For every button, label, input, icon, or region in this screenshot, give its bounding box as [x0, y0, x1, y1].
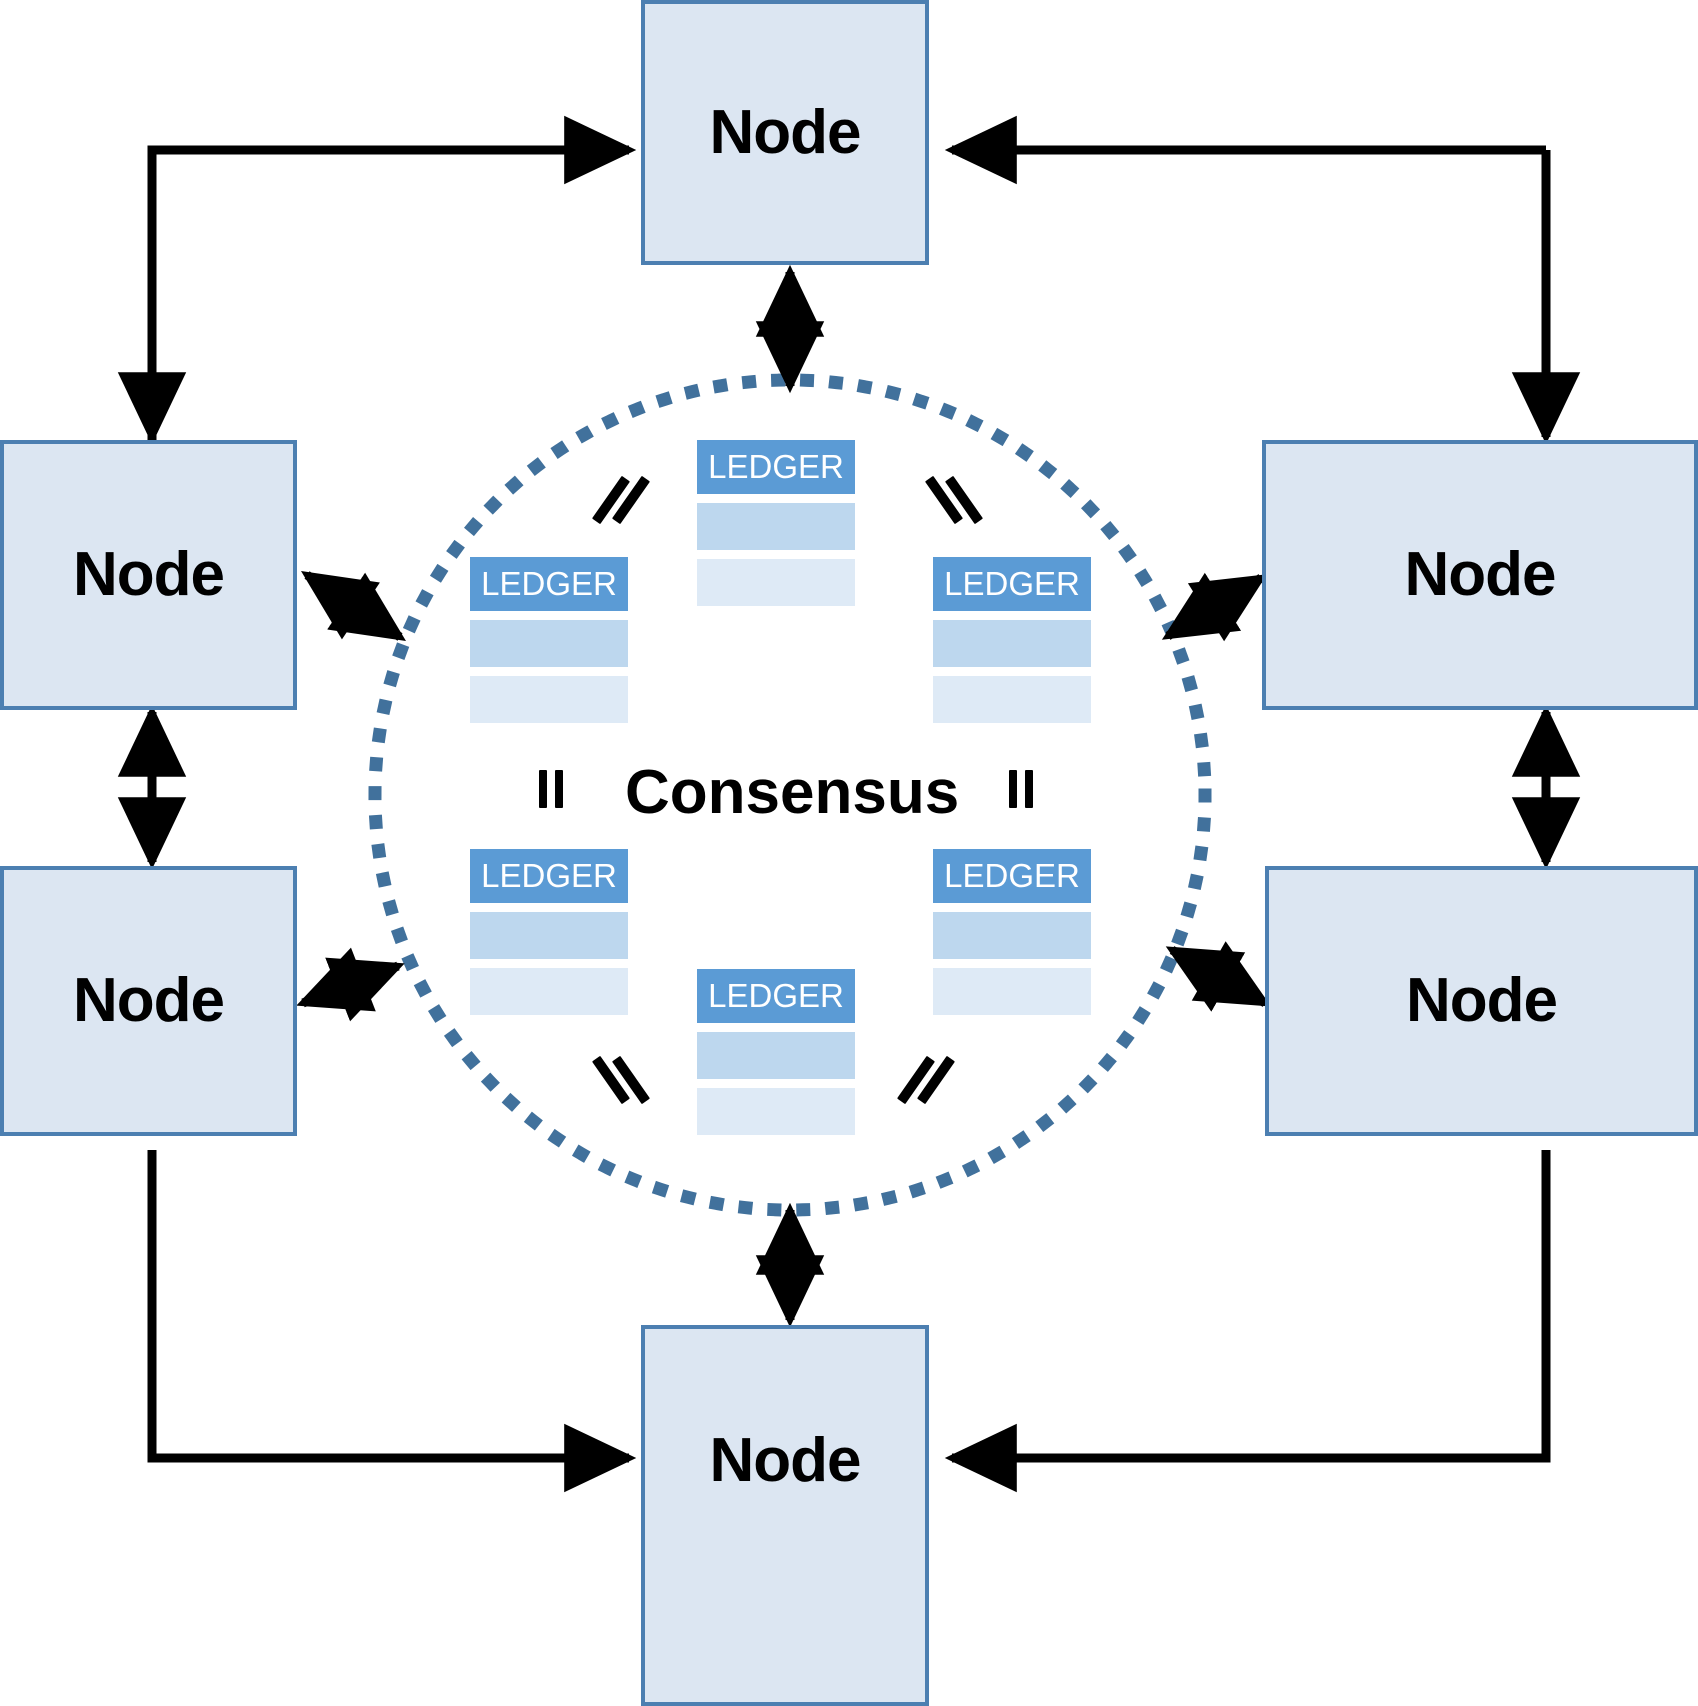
node-top-label: Node — [709, 97, 862, 167]
ledger-lower-left-row-1 — [470, 912, 628, 959]
equals-mark-top-right-icon — [924, 470, 985, 530]
ledger-lower-left[interactable]: LEDGER — [470, 849, 628, 1015]
ledger-upper-left-header: LEDGER — [470, 557, 628, 611]
consensus-label: Consensus — [625, 758, 960, 827]
spoke-left-upper — [301, 571, 406, 641]
ledger-upper-right[interactable]: LEDGER — [933, 557, 1091, 723]
node-left-lower[interactable]: Node — [0, 866, 297, 1136]
equals-mark-middle-right-icon — [1005, 770, 1039, 808]
node-left-upper[interactable]: Node — [0, 440, 297, 710]
ledger-upper-left-row-2 — [470, 676, 628, 723]
node-left-lower-label: Node — [73, 966, 225, 1035]
spoke-left-lower — [296, 947, 405, 1022]
spoke-right-lower — [1165, 941, 1272, 1012]
ledger-top[interactable]: LEDGER — [697, 440, 855, 606]
connector-bottomright-elbow — [944, 1150, 1551, 1493]
ledger-bottom-header: LEDGER — [697, 969, 855, 1023]
node-right-lower[interactable]: Node — [1265, 866, 1698, 1136]
node-left-upper-label: Node — [73, 540, 225, 609]
equals-mark-middle-left-icon — [535, 770, 569, 808]
ledger-top-row-1 — [697, 503, 855, 550]
ledger-lower-right-header: LEDGER — [933, 849, 1091, 903]
ledger-lower-right-row-1 — [933, 912, 1091, 959]
ledger-upper-left-row-1 — [470, 620, 628, 667]
node-right-upper-label: Node — [1404, 540, 1557, 609]
node-right-lower-label: Node — [1406, 966, 1558, 1035]
ledger-bottom-row-2 — [697, 1088, 855, 1135]
ledger-upper-right-row-2 — [933, 676, 1091, 723]
node-bottom-label: Node — [709, 1425, 862, 1495]
ledger-upper-right-row-1 — [933, 620, 1091, 667]
consensus-circle — [368, 373, 1212, 1217]
ledger-lower-left-row-2 — [470, 968, 628, 1015]
ledger-bottom-row-1 — [697, 1032, 855, 1079]
node-right-upper[interactable]: Node — [1262, 440, 1698, 710]
equals-mark-top-left-icon — [591, 470, 652, 530]
ledger-lower-left-header: LEDGER — [470, 849, 628, 903]
ledger-bottom[interactable]: LEDGER — [697, 969, 855, 1135]
equals-mark-bottom-left-icon — [591, 1050, 652, 1110]
ledger-top-row-2 — [697, 559, 855, 606]
ledger-lower-right-row-2 — [933, 968, 1091, 1015]
connector-topright-elbow — [944, 115, 1581, 445]
node-bottom[interactable]: Node — [641, 1325, 929, 1706]
ledger-upper-left[interactable]: LEDGER — [470, 557, 628, 723]
node-top[interactable]: Node — [641, 0, 929, 265]
connector-bottomleft-elbow — [147, 1150, 637, 1493]
equals-mark-bottom-right-icon — [896, 1050, 957, 1110]
spoke-right-upper — [1161, 572, 1268, 642]
ledger-lower-right[interactable]: LEDGER — [933, 849, 1091, 1015]
ledger-top-header: LEDGER — [697, 440, 855, 494]
connector-topleft-elbow — [117, 115, 637, 445]
ledger-upper-right-header: LEDGER — [933, 557, 1091, 611]
